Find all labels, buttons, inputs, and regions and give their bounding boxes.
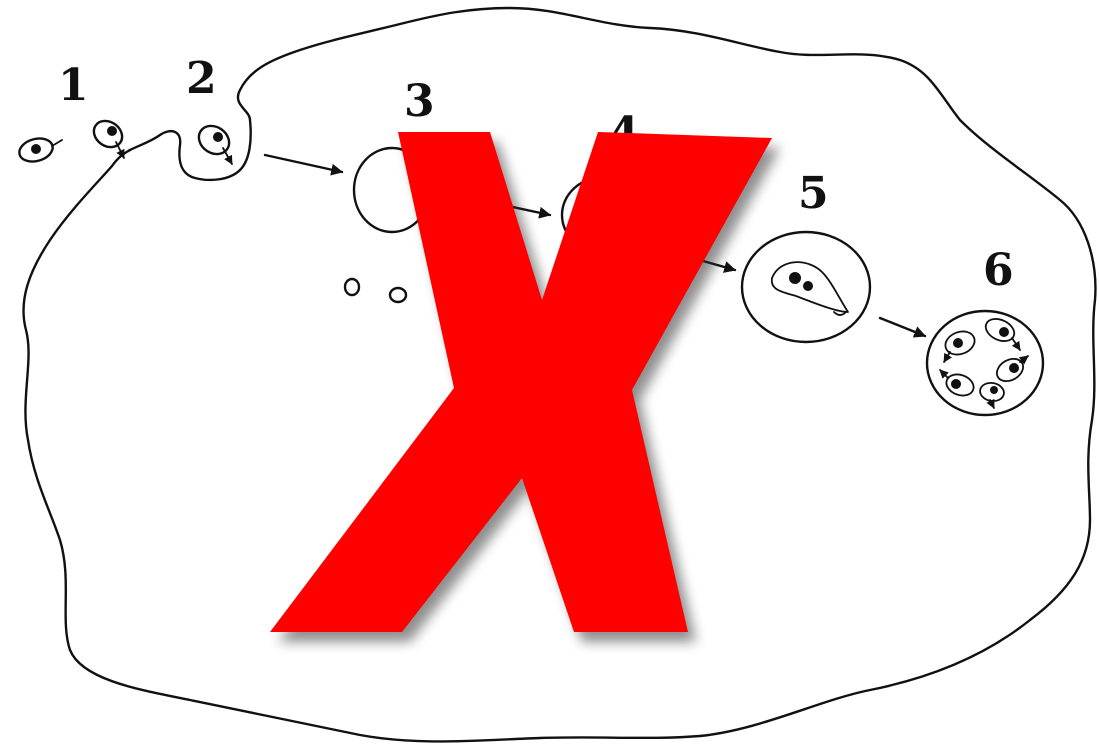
stage-label-6: 6 [983,245,1014,296]
stage-label-1: 1 [58,60,89,111]
vacuole-stage-6 [927,311,1043,415]
arrow-2-to-3 [265,155,342,172]
stage-label-2: 2 [186,53,217,104]
arrow-5-to-6 [880,318,925,336]
parasite-stage-2 [193,120,234,164]
parasite-stage-1 [17,135,62,165]
stage-label-3: 3 [404,76,435,127]
vacuole-stage-5 [742,232,870,342]
granules [345,279,406,302]
parasite-stage-1b [89,116,127,158]
red-x-glyph [270,132,772,632]
stage-label-5: 5 [798,168,829,219]
